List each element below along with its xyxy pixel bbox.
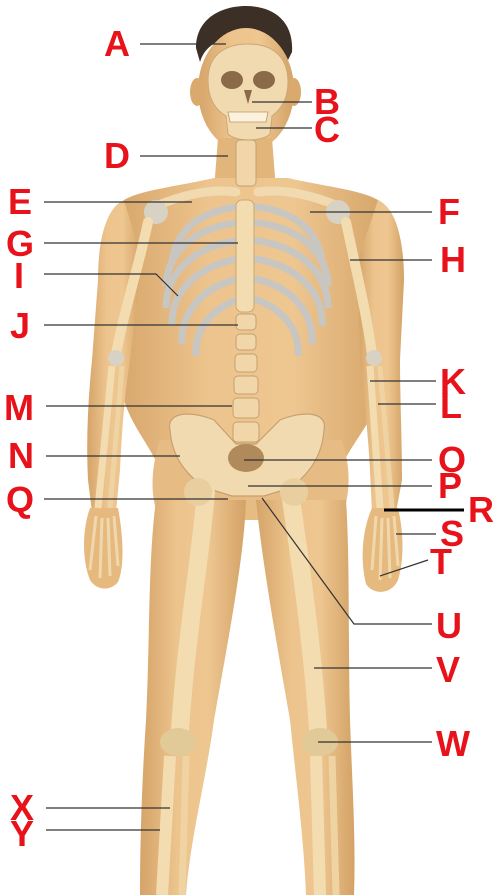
sternum <box>236 200 254 312</box>
tibia-right <box>316 756 320 895</box>
eye-socket-left <box>221 71 243 89</box>
label-h: H <box>440 239 466 280</box>
label-f: F <box>438 191 460 232</box>
label-t: T <box>430 541 452 582</box>
label-d: D <box>104 135 130 176</box>
cervical-spine <box>236 140 256 186</box>
label-u: U <box>436 605 462 646</box>
eye-socket-right <box>253 71 275 89</box>
patella-left <box>160 728 196 756</box>
femur-head-right <box>280 478 308 506</box>
label-i: I <box>14 255 24 296</box>
fibula-right <box>332 756 336 895</box>
teeth <box>228 112 268 122</box>
label-m: M <box>4 387 34 428</box>
femur-head-left <box>184 478 212 506</box>
tibia-left <box>162 756 170 895</box>
label-v: V <box>436 649 460 690</box>
label-y: Y <box>10 813 34 854</box>
label-j: J <box>10 305 30 346</box>
label-l: L <box>440 385 462 426</box>
label-a: A <box>104 23 130 64</box>
label-q: Q <box>6 479 34 520</box>
label-r: R <box>468 489 494 530</box>
ear-left <box>190 78 204 106</box>
label-e: E <box>8 181 32 222</box>
label-p: P <box>438 465 462 506</box>
elbow-right <box>366 350 382 366</box>
elbow-left <box>108 350 124 366</box>
fibula-left <box>182 756 186 895</box>
sacrum <box>228 444 264 472</box>
label-c: C <box>314 109 340 150</box>
label-n: N <box>8 435 34 476</box>
label-w: W <box>436 723 470 764</box>
